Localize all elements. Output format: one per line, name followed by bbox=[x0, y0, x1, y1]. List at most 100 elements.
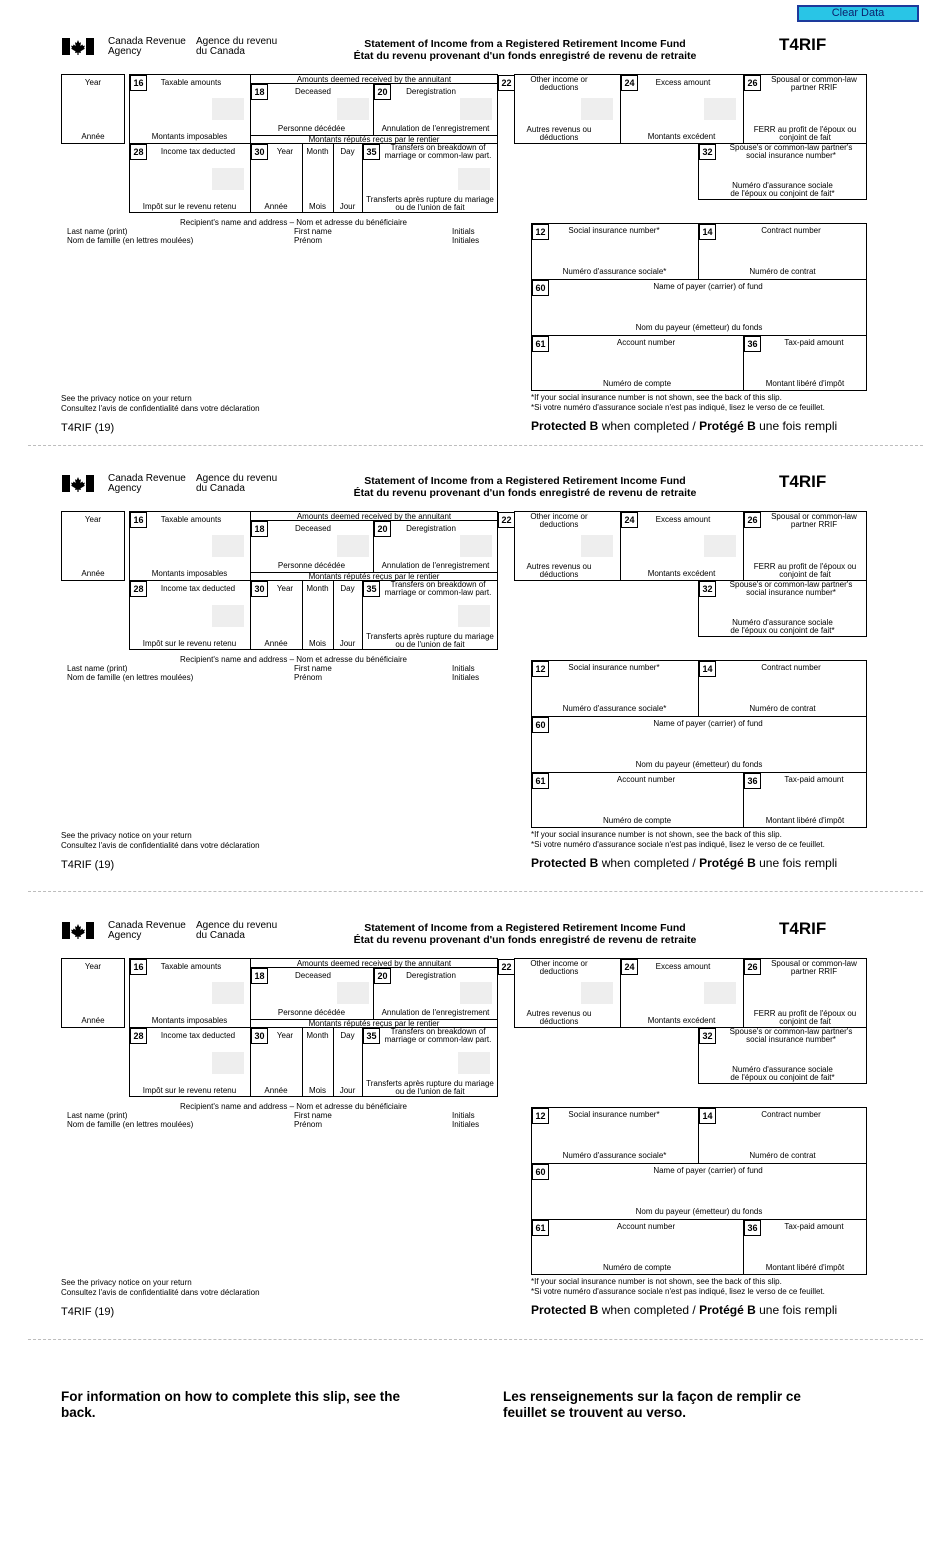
box-24-number: 24 bbox=[621, 959, 638, 975]
recipient-heading: Recipient's name and address – Nom et ad… bbox=[180, 655, 407, 664]
box-28-field[interactable] bbox=[212, 1052, 244, 1074]
box-22-field[interactable] bbox=[581, 98, 613, 120]
year-box[interactable] bbox=[61, 958, 125, 1028]
box-12-field[interactable] bbox=[549, 238, 694, 264]
box-16-field[interactable] bbox=[212, 98, 244, 120]
box-24-label-fr: Montants excédent bbox=[647, 569, 716, 578]
box-36-number: 36 bbox=[744, 1220, 761, 1236]
box-16-number: 16 bbox=[130, 959, 147, 975]
box-14-field[interactable] bbox=[716, 675, 861, 701]
box-14-number: 14 bbox=[699, 661, 716, 677]
recipient-address-area[interactable] bbox=[60, 250, 500, 385]
box-16-label: Taxable amounts bbox=[160, 962, 222, 971]
box-18-field[interactable] bbox=[337, 535, 369, 557]
box-36-field[interactable] bbox=[761, 1234, 861, 1260]
box-14-label-fr: Numéro de contrat bbox=[749, 704, 816, 713]
year-label: Year bbox=[84, 962, 102, 971]
box-12-field[interactable] bbox=[549, 675, 694, 701]
box-30-year-label: Year bbox=[276, 584, 294, 593]
box-16-field[interactable] bbox=[212, 535, 244, 557]
box-26-number: 26 bbox=[744, 512, 761, 528]
box-16-label: Taxable amounts bbox=[160, 78, 222, 87]
recipient-address-area[interactable] bbox=[60, 687, 500, 822]
form-code: T4RIF bbox=[779, 472, 827, 491]
box-36-field[interactable] bbox=[761, 787, 861, 813]
box-35-field[interactable] bbox=[458, 605, 490, 627]
box-35-field[interactable] bbox=[458, 168, 490, 190]
box-20-field[interactable] bbox=[460, 535, 492, 557]
box-30-day-label-fr: Jour bbox=[339, 639, 356, 648]
income-grid-row1-right bbox=[514, 958, 867, 1028]
box-32-number: 32 bbox=[699, 144, 716, 160]
box-16-label-fr: Montants imposables bbox=[151, 132, 228, 141]
box-30-number: 30 bbox=[251, 144, 268, 160]
clear-data-button[interactable]: Clear Data bbox=[797, 5, 919, 22]
box-18-field[interactable] bbox=[337, 98, 369, 120]
box-16-field[interactable] bbox=[212, 982, 244, 1004]
box-36-label-fr: Montant libéré d'impôt bbox=[765, 816, 845, 825]
last-name-label: Last name (print)Nom de famille (en lett… bbox=[67, 664, 194, 682]
box-60-field[interactable] bbox=[549, 731, 861, 757]
box-30-year-label-fr: Année bbox=[264, 639, 288, 648]
box-24-label-fr: Montants excédent bbox=[647, 132, 716, 141]
box-36-number: 36 bbox=[744, 336, 761, 352]
box-16-label: Taxable amounts bbox=[160, 515, 222, 524]
box-14-label: Contract number bbox=[761, 663, 821, 672]
box-14-field[interactable] bbox=[716, 238, 861, 264]
box-28-field[interactable] bbox=[212, 168, 244, 190]
box-28-number: 28 bbox=[130, 144, 147, 160]
box-20-field[interactable] bbox=[460, 982, 492, 1004]
box-20-field[interactable] bbox=[460, 98, 492, 120]
recipient-heading: Recipient's name and address – Nom et ad… bbox=[180, 218, 407, 227]
box-36-field[interactable] bbox=[761, 350, 861, 376]
box-22-field[interactable] bbox=[581, 535, 613, 557]
box-20-label-fr: Annulation de l'enregistrement bbox=[381, 124, 490, 133]
box-28-field[interactable] bbox=[212, 605, 244, 627]
box-24-field[interactable] bbox=[704, 982, 736, 1004]
box-60-label-fr: Nom du payeur (émetteur) du fonds bbox=[635, 323, 763, 332]
box-12-label-fr: Numéro d'assurance sociale* bbox=[562, 1151, 667, 1160]
box-61-field[interactable] bbox=[549, 787, 739, 813]
box-32[interactable] bbox=[698, 580, 867, 637]
box-18-field[interactable] bbox=[337, 982, 369, 1004]
box-20-label-fr: Annulation de l'enregistrement bbox=[381, 1008, 490, 1017]
box-32[interactable] bbox=[698, 1027, 867, 1084]
box-12-field[interactable] bbox=[549, 1122, 694, 1148]
year-box[interactable] bbox=[61, 511, 125, 581]
box-24-field[interactable] bbox=[704, 98, 736, 120]
box-24-field[interactable] bbox=[704, 535, 736, 557]
box-28-label-fr: Impôt sur le revenu retenu bbox=[142, 639, 237, 648]
box-30-month-label: Month bbox=[306, 147, 329, 156]
box-24-label-fr: Montants excédent bbox=[647, 1016, 716, 1025]
box-35-field[interactable] bbox=[458, 1052, 490, 1074]
box-30-day-label: Day bbox=[340, 147, 355, 156]
cut-line bbox=[28, 1339, 923, 1340]
box-14-number: 14 bbox=[699, 1108, 716, 1124]
box-32[interactable] bbox=[698, 143, 867, 200]
box-24-label: Excess amount bbox=[655, 78, 711, 87]
deemed-heading: Amounts deemed received by the annuitant bbox=[296, 75, 452, 84]
box-60-field[interactable] bbox=[549, 294, 861, 320]
box-60-number: 60 bbox=[532, 717, 549, 733]
box-61-field[interactable] bbox=[549, 350, 739, 376]
box-30-month-label-fr: Mois bbox=[309, 1086, 326, 1095]
box-24-number: 24 bbox=[621, 75, 638, 91]
box-22-field[interactable] bbox=[581, 982, 613, 1004]
recipient-address-area[interactable] bbox=[60, 1134, 500, 1269]
box-60-field[interactable] bbox=[549, 1178, 861, 1204]
box-61-field[interactable] bbox=[549, 1234, 739, 1260]
year-box[interactable] bbox=[61, 74, 125, 144]
box-12-number: 12 bbox=[532, 661, 549, 677]
box-28-number: 28 bbox=[130, 581, 147, 597]
box-14-field[interactable] bbox=[716, 1122, 861, 1148]
